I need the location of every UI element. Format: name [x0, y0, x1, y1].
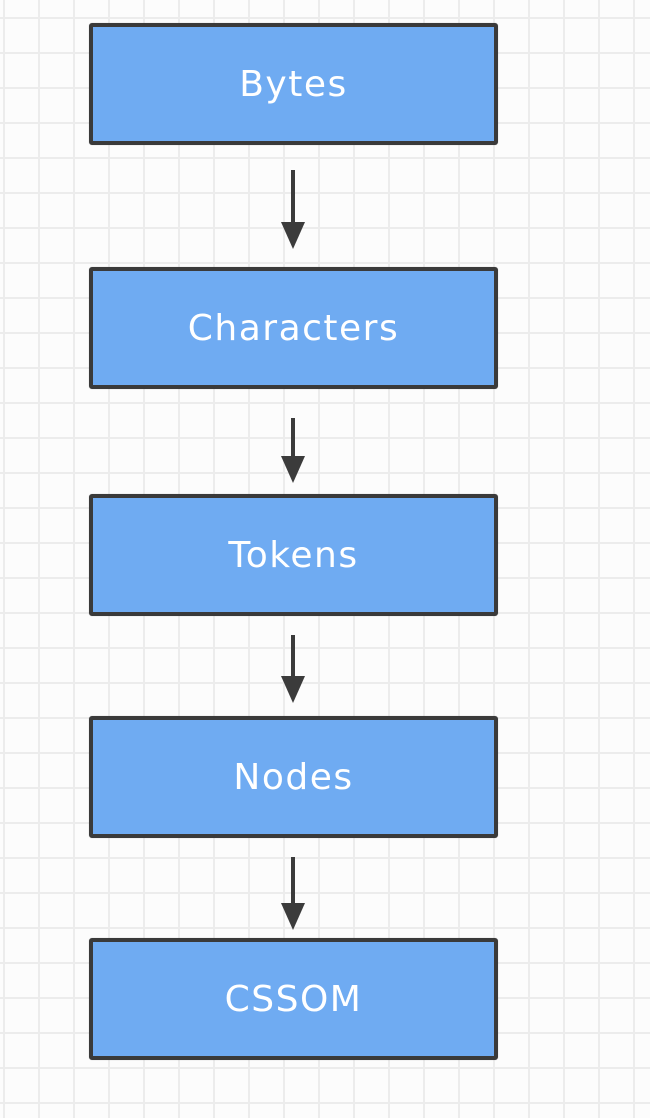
node-nodes: Nodes — [89, 716, 498, 838]
arrow-stem — [291, 635, 295, 676]
node-bytes-label: Bytes — [239, 63, 348, 105]
down-arrow-icon — [280, 635, 306, 703]
arrow-stem — [291, 418, 295, 456]
arrow-head — [281, 676, 305, 703]
arrow-stem — [291, 857, 295, 903]
arrow-head — [281, 456, 305, 483]
arrow-stem — [291, 170, 295, 222]
node-characters-label: Characters — [187, 307, 400, 349]
down-arrow-icon — [280, 418, 306, 483]
arrow-head — [281, 222, 305, 249]
node-tokens: Tokens — [89, 494, 498, 616]
node-cssom: CSSOM — [89, 938, 498, 1060]
node-nodes-label: Nodes — [233, 756, 354, 798]
node-tokens-label: Tokens — [228, 534, 359, 576]
down-arrow-icon — [280, 857, 306, 930]
down-arrow-icon — [280, 170, 306, 249]
arrow-head — [281, 903, 305, 930]
node-bytes: Bytes — [89, 23, 498, 145]
node-characters: Characters — [89, 267, 498, 389]
node-cssom-label: CSSOM — [224, 978, 363, 1020]
